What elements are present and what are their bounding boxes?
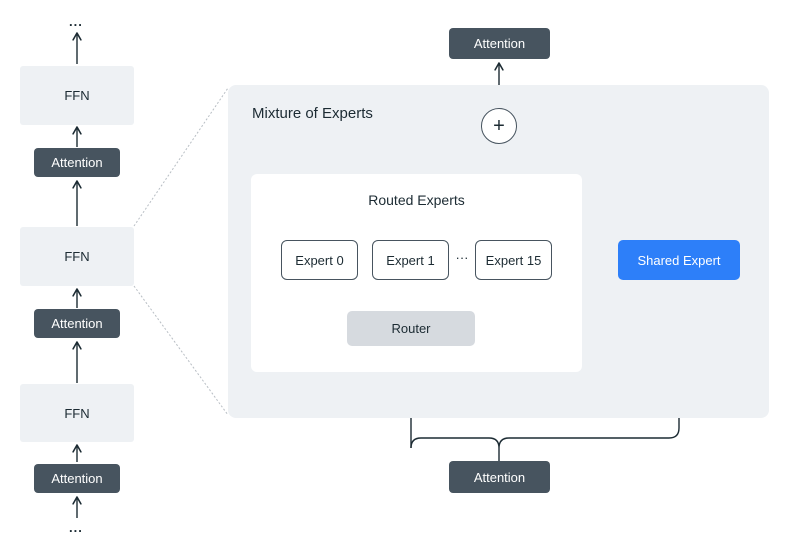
bottom-ellipsis: ...: [69, 520, 83, 535]
routed-experts-title: Routed Experts: [368, 192, 465, 208]
attention-block-bottom: Attention: [34, 464, 120, 493]
expert-1: Expert 1: [372, 240, 449, 280]
moe-input-attention: Attention: [449, 461, 550, 493]
zoom-guide-bottom: [133, 285, 229, 416]
shared-expert-block: Shared Expert: [618, 240, 740, 280]
zoom-guide-top: [133, 87, 229, 227]
input-split: [410, 427, 680, 449]
top-ellipsis: ...: [69, 14, 83, 29]
moe-output-attention: Attention: [449, 28, 550, 59]
mixture-of-experts-title: Mixture of Experts: [252, 105, 373, 122]
sum-node: +: [481, 108, 517, 144]
router-block: Router: [347, 311, 475, 346]
expert-0: Expert 0: [281, 240, 358, 280]
ffn-block-middle: FFN: [20, 227, 134, 286]
ffn-block-bottom: FFN: [20, 384, 134, 442]
attention-block-middle: Attention: [34, 309, 120, 338]
attention-block-top: Attention: [34, 148, 120, 177]
experts-ellipsis: ···: [455, 250, 469, 265]
expert-15: Expert 15: [475, 240, 552, 280]
ffn-block-top: FFN: [20, 66, 134, 125]
